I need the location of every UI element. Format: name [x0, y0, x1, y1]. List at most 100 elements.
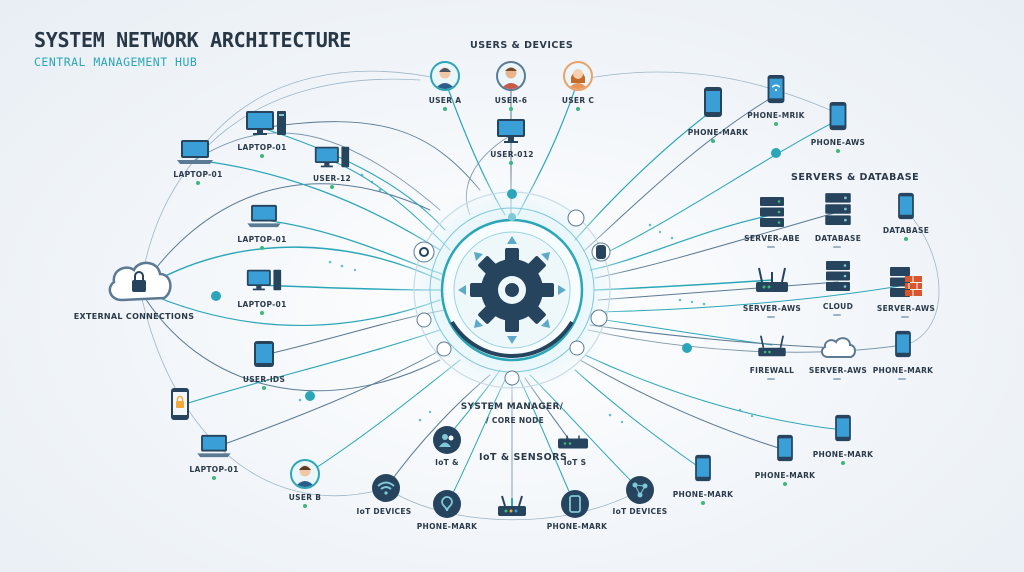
- avatar-user-b[interactable]: [290, 459, 320, 489]
- status-dot: [212, 476, 216, 480]
- phone-mark-e[interactable]: [694, 454, 712, 486]
- status-dot: [303, 504, 307, 508]
- firewall[interactable]: [756, 334, 788, 362]
- cloud-lock-icon: [108, 261, 172, 302]
- desktop-laptop-01-d[interactable]: [246, 267, 282, 297]
- router-icon: [756, 267, 788, 292]
- phone-mark-a[interactable]: [703, 86, 723, 122]
- status-dot: [509, 107, 513, 111]
- external-cloud[interactable]: [104, 256, 176, 308]
- label-user-c: USER C: [561, 96, 595, 105]
- server-aws-b[interactable]: [889, 266, 923, 302]
- status-dot: [260, 311, 264, 315]
- page-subtitle: CENTRAL MANAGEMENT HUB: [34, 55, 198, 69]
- wifi-icon: [372, 474, 400, 502]
- phone-wifi-icon: [767, 74, 785, 104]
- label-user-012: USER-012: [490, 150, 534, 159]
- cloud-server[interactable]: [825, 260, 851, 296]
- divider: [898, 378, 906, 380]
- divider: [767, 316, 775, 318]
- gear-icon: [470, 248, 554, 332]
- server-abe[interactable]: [759, 196, 785, 232]
- label-phone-mark-b: PHONE-MARK: [872, 366, 934, 375]
- database-server-icon: [825, 193, 851, 225]
- phone-icon: [898, 192, 914, 220]
- router-iot[interactable]: [497, 494, 527, 522]
- label-laptop-01-c: LAPTOP-01: [237, 235, 287, 244]
- label-laptop-01-e: LAPTOP-01: [189, 465, 239, 474]
- phone-lock[interactable]: [170, 387, 190, 425]
- label-user-6: USER-6: [494, 96, 528, 105]
- status-dot: [196, 181, 200, 185]
- user-icon: [290, 459, 320, 489]
- phone-icon: [835, 414, 851, 442]
- phone-icon: [777, 434, 793, 462]
- label-server-aws-b: SERVER-AWS: [876, 304, 936, 313]
- status-dot: [836, 149, 840, 153]
- iot-devices-b[interactable]: [626, 476, 654, 504]
- user-icon: [430, 61, 460, 91]
- monitor-user-012[interactable]: [496, 118, 526, 148]
- label-phone-mark-c: PHONE-MARK: [812, 450, 874, 459]
- sensor-icon: [433, 490, 461, 518]
- iot-user-node[interactable]: [433, 426, 461, 454]
- phone-mark-b[interactable]: [894, 330, 912, 362]
- desktop-laptop-01-b[interactable]: [245, 109, 287, 141]
- database-b-phone[interactable]: [897, 192, 915, 224]
- server-aws-c[interactable]: [819, 335, 857, 363]
- status-dot: [711, 139, 715, 143]
- laptop-01-a[interactable]: [176, 139, 214, 169]
- label-laptop-01-b: LAPTOP-01: [237, 143, 287, 152]
- label-database-a: DATABASE: [814, 234, 862, 243]
- tablet-icon: [254, 341, 274, 367]
- label-phone-mark-iot-a: PHONE-MARK: [416, 522, 478, 531]
- status-dot: [330, 185, 334, 189]
- tablet-user-ids[interactable]: [253, 340, 275, 372]
- status-dot: [509, 161, 513, 165]
- laptop-icon: [177, 140, 213, 164]
- divider: [833, 246, 841, 248]
- phone-mark-c[interactable]: [834, 414, 852, 446]
- phone-lock-icon: [171, 388, 189, 420]
- label-cloud: CLOUD: [822, 302, 854, 311]
- avatar-user-6[interactable]: [496, 61, 526, 91]
- divider: [833, 378, 841, 380]
- router-icon: [758, 335, 786, 357]
- phone-mark-iot-a[interactable]: [433, 490, 461, 518]
- status-dot: [774, 122, 778, 126]
- label-phone-mark-d: PHONE-MARK: [754, 471, 816, 480]
- status-dot: [262, 386, 266, 390]
- server-aws-a[interactable]: [754, 266, 790, 298]
- label-laptop-01-a: LAPTOP-01: [173, 170, 223, 179]
- monitor-icon: [497, 119, 525, 143]
- phone-icon: [704, 87, 722, 117]
- database-a[interactable]: [824, 192, 852, 230]
- phone-icon: [695, 454, 711, 482]
- phone-mark-iot-b[interactable]: [561, 490, 589, 518]
- desktop-icon: [314, 146, 350, 168]
- status-dot: [443, 107, 447, 111]
- iot-devices-a[interactable]: [372, 474, 400, 502]
- laptop-01-c[interactable]: [246, 204, 282, 232]
- status-dot: [260, 246, 264, 250]
- desktop-user-12[interactable]: [314, 145, 350, 173]
- firewall-server-icon: [890, 267, 922, 297]
- label-phone-mark-iot-b: PHONE-MARK: [546, 522, 608, 531]
- avatar-user-c[interactable]: [563, 61, 593, 91]
- iot-s-node[interactable]: [557, 435, 589, 454]
- section-users-devices: USERS & DEVICES: [470, 40, 574, 51]
- label-server-aws-c: SERVER-AWS: [808, 366, 868, 375]
- label-server-aws-a: SERVER-AWS: [742, 304, 802, 313]
- core-label-line1: SYSTEM MANAGER/: [460, 402, 564, 412]
- laptop-icon: [197, 434, 231, 458]
- label-phone-mrik: PHONE-MRIK: [747, 111, 805, 120]
- phone-mrik[interactable]: [766, 74, 786, 108]
- users-icon: [433, 426, 461, 454]
- avatar-user-a[interactable]: [430, 61, 460, 91]
- phone-mark-d[interactable]: [776, 434, 794, 466]
- laptop-01-e[interactable]: [196, 434, 232, 462]
- phone-aws[interactable]: [828, 101, 848, 135]
- label-database-b: DATABASE: [882, 226, 930, 235]
- section-servers-database: SERVERS & DATABASE: [791, 172, 920, 183]
